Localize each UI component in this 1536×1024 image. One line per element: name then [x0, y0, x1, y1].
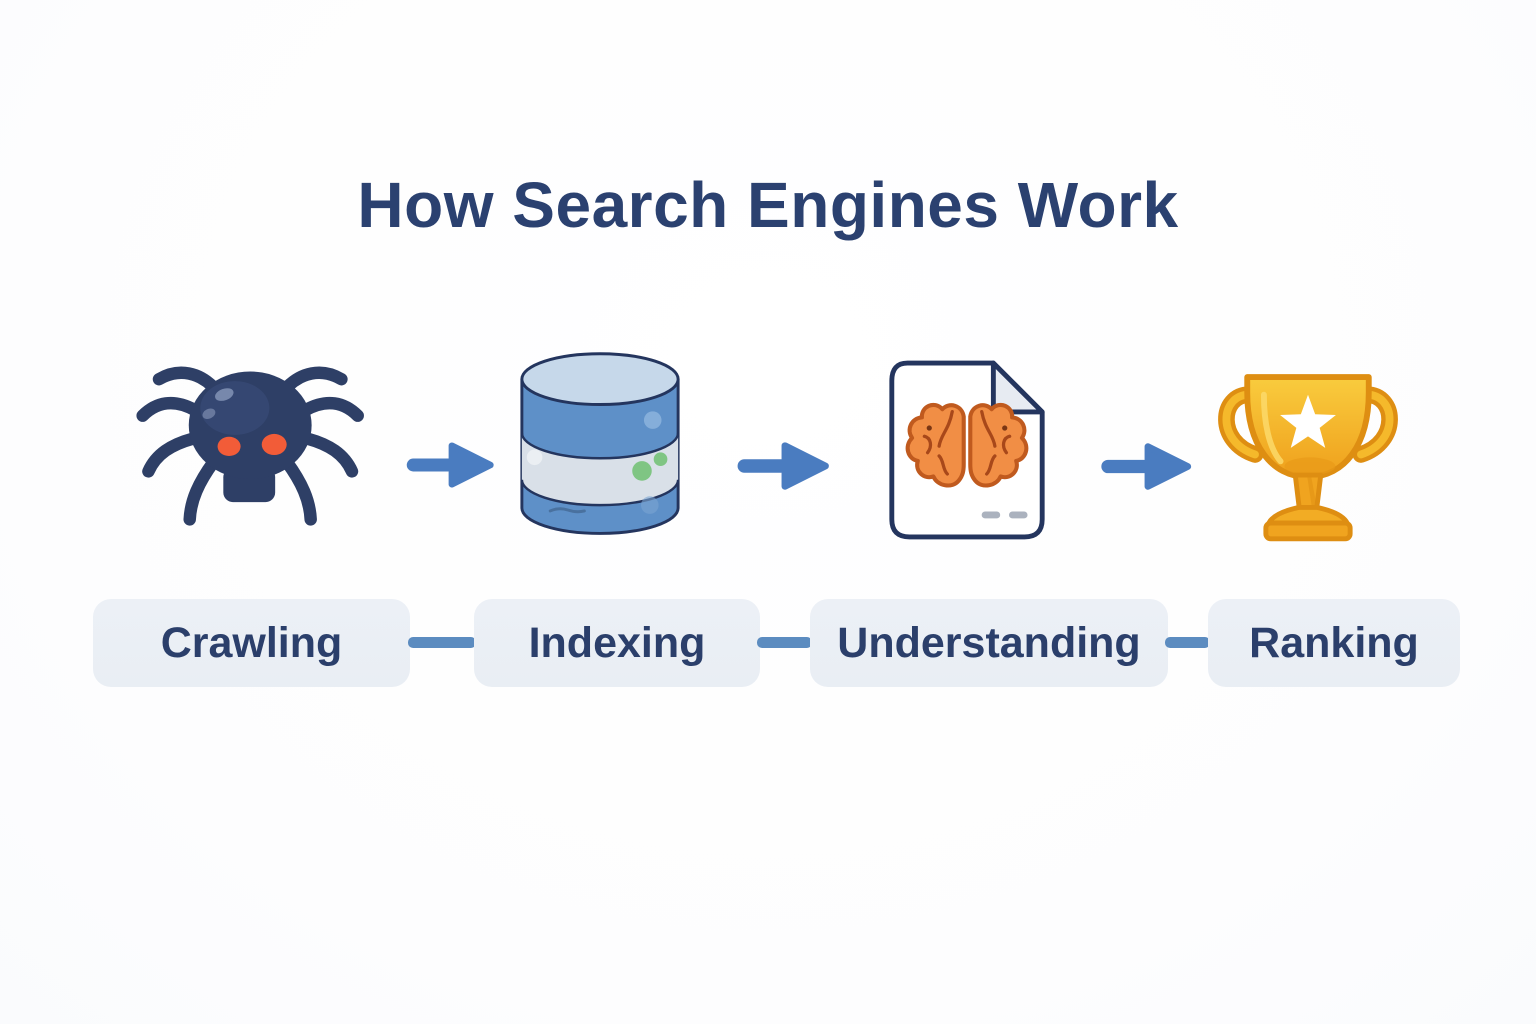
connector-line [408, 637, 476, 648]
connector-line [757, 637, 812, 648]
arrow-right-icon [404, 436, 496, 494]
connector-line [1165, 637, 1210, 648]
trophy-icon [1210, 363, 1406, 545]
step-label-text: Crawling [160, 618, 343, 667]
step-label-text: Ranking [1249, 618, 1419, 667]
database-icon [517, 351, 683, 543]
step-label-ranking: Ranking [1208, 599, 1460, 687]
step-label-understanding: Understanding [810, 599, 1168, 687]
spider-crawler-icon [133, 360, 377, 552]
page-title: How Search Engines Work [357, 169, 1179, 241]
step-label-text: Understanding [837, 618, 1141, 667]
arrow-right-icon [734, 437, 832, 495]
step-label-text: Indexing [528, 618, 706, 667]
document-brain-icon [884, 356, 1050, 546]
arrow-right-icon [1098, 438, 1194, 495]
step-label-indexing: Indexing [474, 599, 760, 687]
step-label-crawling: Crawling [93, 599, 410, 687]
